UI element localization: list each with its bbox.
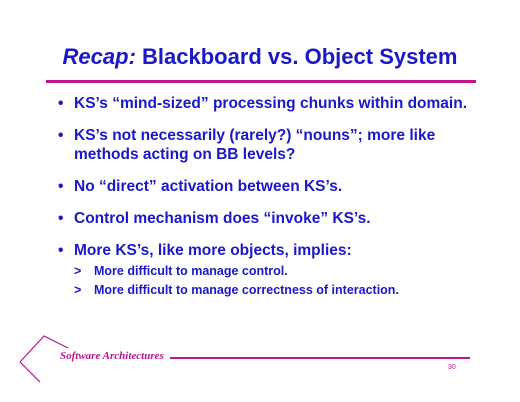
footer-label: Software Architectures (60, 350, 164, 362)
sub-bullet-list: > More difficult to manage control. > Mo… (74, 262, 498, 300)
bullet-dot-icon: • (58, 178, 64, 195)
sub-bullet-text: More difficult to manage control. (94, 264, 288, 278)
bullet-text: KS’s not necessarily (rarely?) “nouns”; … (74, 127, 436, 163)
bullet-item: • More KS’s, like more objects, implies:… (58, 241, 498, 300)
footer-divider (170, 357, 470, 359)
sub-bullet-item: > More difficult to manage correctness o… (74, 281, 498, 300)
title-emphasis: Recap: (62, 44, 136, 69)
bullet-dot-icon: • (58, 95, 64, 112)
bullet-item: • KS’s “mind-sized” processing chunks wi… (58, 94, 498, 113)
title-divider (46, 80, 476, 83)
bullet-text: KS’s “mind-sized” processing chunks with… (74, 95, 468, 112)
bullet-item: • Control mechanism does “invoke” KS’s. (58, 209, 498, 228)
bullet-dot-icon: • (58, 127, 64, 144)
slide-title: Recap: Blackboard vs. Object System (0, 44, 520, 70)
sub-bullet-marker-icon: > (74, 283, 82, 297)
bullet-dot-icon: • (58, 242, 64, 259)
bullet-list: • KS’s “mind-sized” processing chunks wi… (58, 94, 498, 313)
footer-logo-icon (19, 335, 69, 383)
sub-bullet-item: > More difficult to manage control. (74, 262, 498, 281)
sub-bullet-text: More difficult to manage correctness of … (94, 283, 399, 297)
bullet-item: • KS’s not necessarily (rarely?) “nouns”… (58, 126, 498, 164)
bullet-text: Control mechanism does “invoke” KS’s. (74, 210, 371, 227)
bullet-text: No “direct” activation between KS’s. (74, 178, 343, 195)
sub-bullet-marker-icon: > (74, 264, 82, 278)
bullet-item: • No “direct” activation between KS’s. (58, 177, 498, 196)
bullet-dot-icon: • (58, 210, 64, 227)
title-text: Blackboard vs. Object System (135, 44, 458, 69)
page-number: 30 (448, 364, 456, 371)
bullet-text: More KS’s, like more objects, implies: (74, 242, 352, 259)
